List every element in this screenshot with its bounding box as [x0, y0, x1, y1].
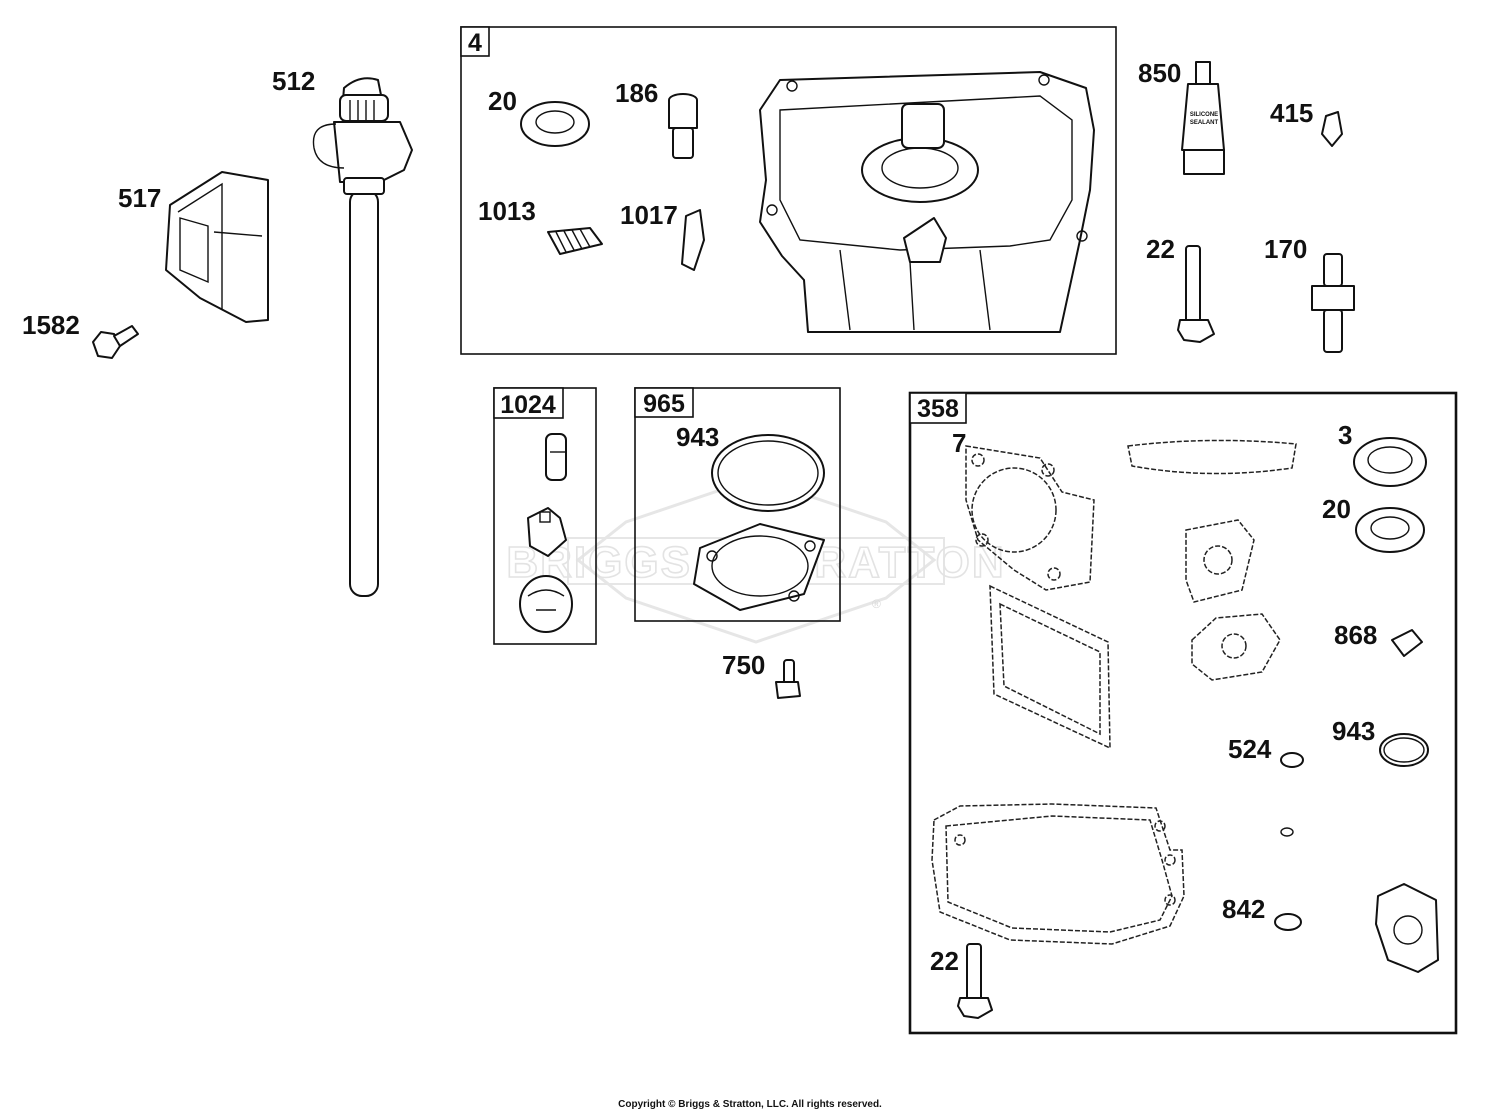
flange-gasket-part [1375, 883, 1439, 973]
label-415: 415 [1270, 98, 1313, 128]
label-7: 7 [952, 428, 966, 458]
label-1013: 1013 [478, 196, 536, 226]
fitting-186-part [668, 93, 698, 159]
kit-965-frame [634, 387, 841, 622]
kit-965-number: 965 [643, 390, 685, 418]
label-943-kit965: 943 [676, 422, 719, 452]
crankcase-gasket-part [931, 803, 1185, 945]
label-1017: 1017 [620, 200, 678, 230]
crankcase-part [759, 71, 1095, 333]
kit-358-tag [909, 392, 967, 424]
label-3: 3 [1338, 420, 1352, 450]
oil-pump-cover-part [693, 523, 825, 611]
nipple-1013-part [547, 227, 603, 255]
carb-gasket-part [1185, 519, 1255, 603]
label-22-top: 22 [1146, 234, 1175, 264]
breather-1017-part [681, 209, 705, 271]
sealant-tube-line2: SEALANT [1190, 120, 1219, 126]
oil-seal-20-kit358-part [1355, 507, 1425, 553]
screw-750-part [775, 659, 801, 699]
label-20-kit358: 20 [1322, 494, 1351, 524]
plug-868-part [1391, 629, 1423, 657]
kit-1024-tag [493, 387, 564, 419]
oil-pump-rotor-part [527, 507, 567, 557]
kit-4-tag [460, 26, 490, 57]
kit-965-tag [634, 387, 694, 418]
intake-gasket-part [1127, 439, 1297, 475]
kit-4-frame [460, 26, 1117, 355]
bolt-22-part [1177, 245, 1215, 343]
sealant-tube-line1: SILICONE [1190, 112, 1218, 118]
valve-cover-gasket-part [989, 584, 1111, 750]
o-ring-943-part [711, 434, 825, 512]
label-517: 517 [118, 183, 161, 213]
o-ring-524-part [1280, 752, 1304, 768]
label-1582: 1582 [22, 310, 80, 340]
o-ring-943-kit358-part [1379, 733, 1429, 767]
label-868: 868 [1334, 620, 1377, 650]
label-186: 186 [615, 78, 658, 108]
oil-pump-housing-part [519, 575, 573, 633]
kit-1024-number: 1024 [500, 391, 556, 419]
seal-3-part [1353, 437, 1427, 487]
copyright-notice: Copyright © Briggs & Stratton, LLC. All … [618, 1099, 882, 1110]
label-170: 170 [1264, 234, 1307, 264]
watermark-registered: ® [872, 597, 881, 611]
label-22-kit358: 22 [930, 946, 959, 976]
oil-pump-shaft-part [545, 433, 567, 481]
oil-seal-20-part [520, 101, 590, 147]
label-850: 850 [1138, 58, 1181, 88]
sealant-tube-part: SILICONE SEALANT [1181, 61, 1225, 175]
plug-415-part [1321, 111, 1343, 147]
label-512: 512 [272, 66, 315, 96]
kit-358-number: 358 [917, 395, 959, 423]
screw-1582-part [92, 325, 139, 359]
label-943-kit358: 943 [1332, 716, 1375, 746]
exhaust-gasket-part [1191, 613, 1281, 681]
label-842: 842 [1222, 894, 1265, 924]
guard-plate-part [165, 171, 269, 323]
label-20-kit4: 20 [488, 86, 517, 116]
bolt-22-kit358-part [957, 943, 993, 1019]
label-750: 750 [722, 650, 765, 680]
stud-170-part [1311, 253, 1355, 353]
kit-358-frame [908, 391, 1458, 1035]
head-gasket-7-part [965, 445, 1095, 591]
dipstick-tube-part [312, 77, 413, 597]
kit-4-number: 4 [468, 29, 482, 57]
o-ring-842-part [1274, 913, 1302, 931]
label-524: 524 [1228, 734, 1272, 764]
small-washer-part [1280, 827, 1294, 837]
